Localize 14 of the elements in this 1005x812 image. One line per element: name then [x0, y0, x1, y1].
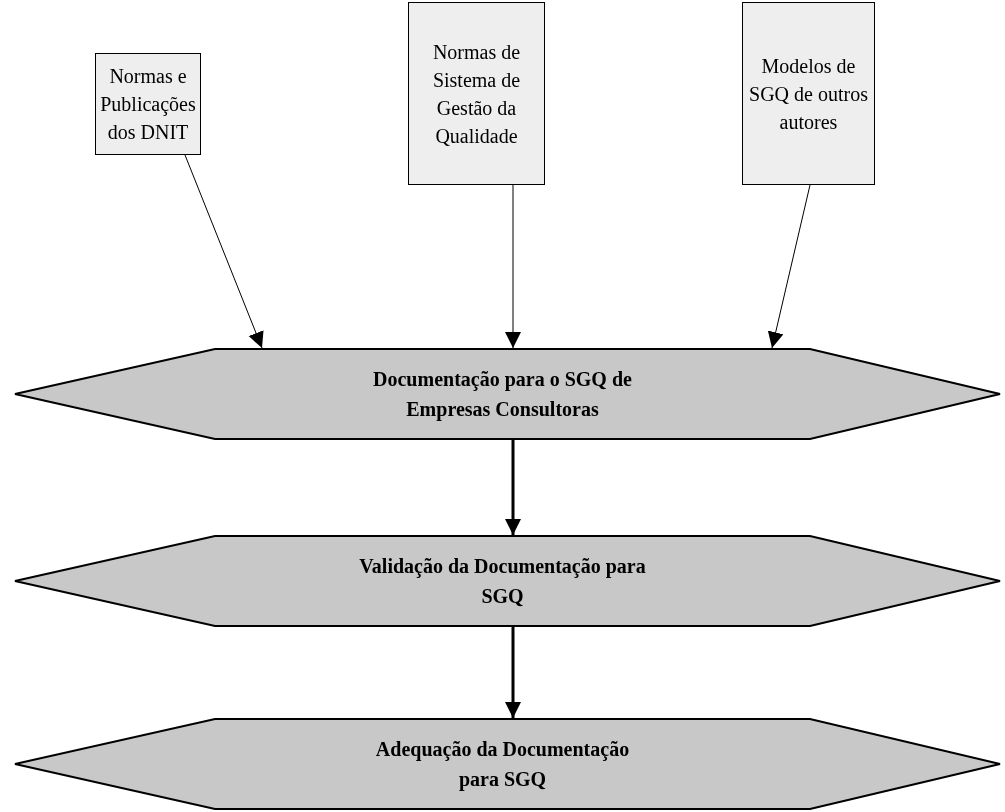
arrow: [184, 154, 264, 349]
source-label: Normas e Publicações dos DNIT: [100, 64, 196, 145]
source-box: [95, 53, 201, 155]
step-label: Adequação da Documentação para SGQ: [374, 737, 631, 793]
source-box: [742, 2, 875, 185]
arrow: [505, 184, 521, 349]
source-box: [408, 2, 545, 185]
step-label: Validação da Documentação para SGQ: [358, 554, 647, 609]
arrow: [505, 627, 521, 718]
source-label: Modelos de SGQ de outros autores: [748, 53, 869, 135]
step-label: Documentação para o SGQ de Empresas Consultoras: [372, 367, 633, 423]
source-label: Normas de Sistema de Gestão da Qualidade: [431, 39, 522, 149]
arrow: [505, 440, 521, 535]
arrow: [767, 184, 811, 349]
